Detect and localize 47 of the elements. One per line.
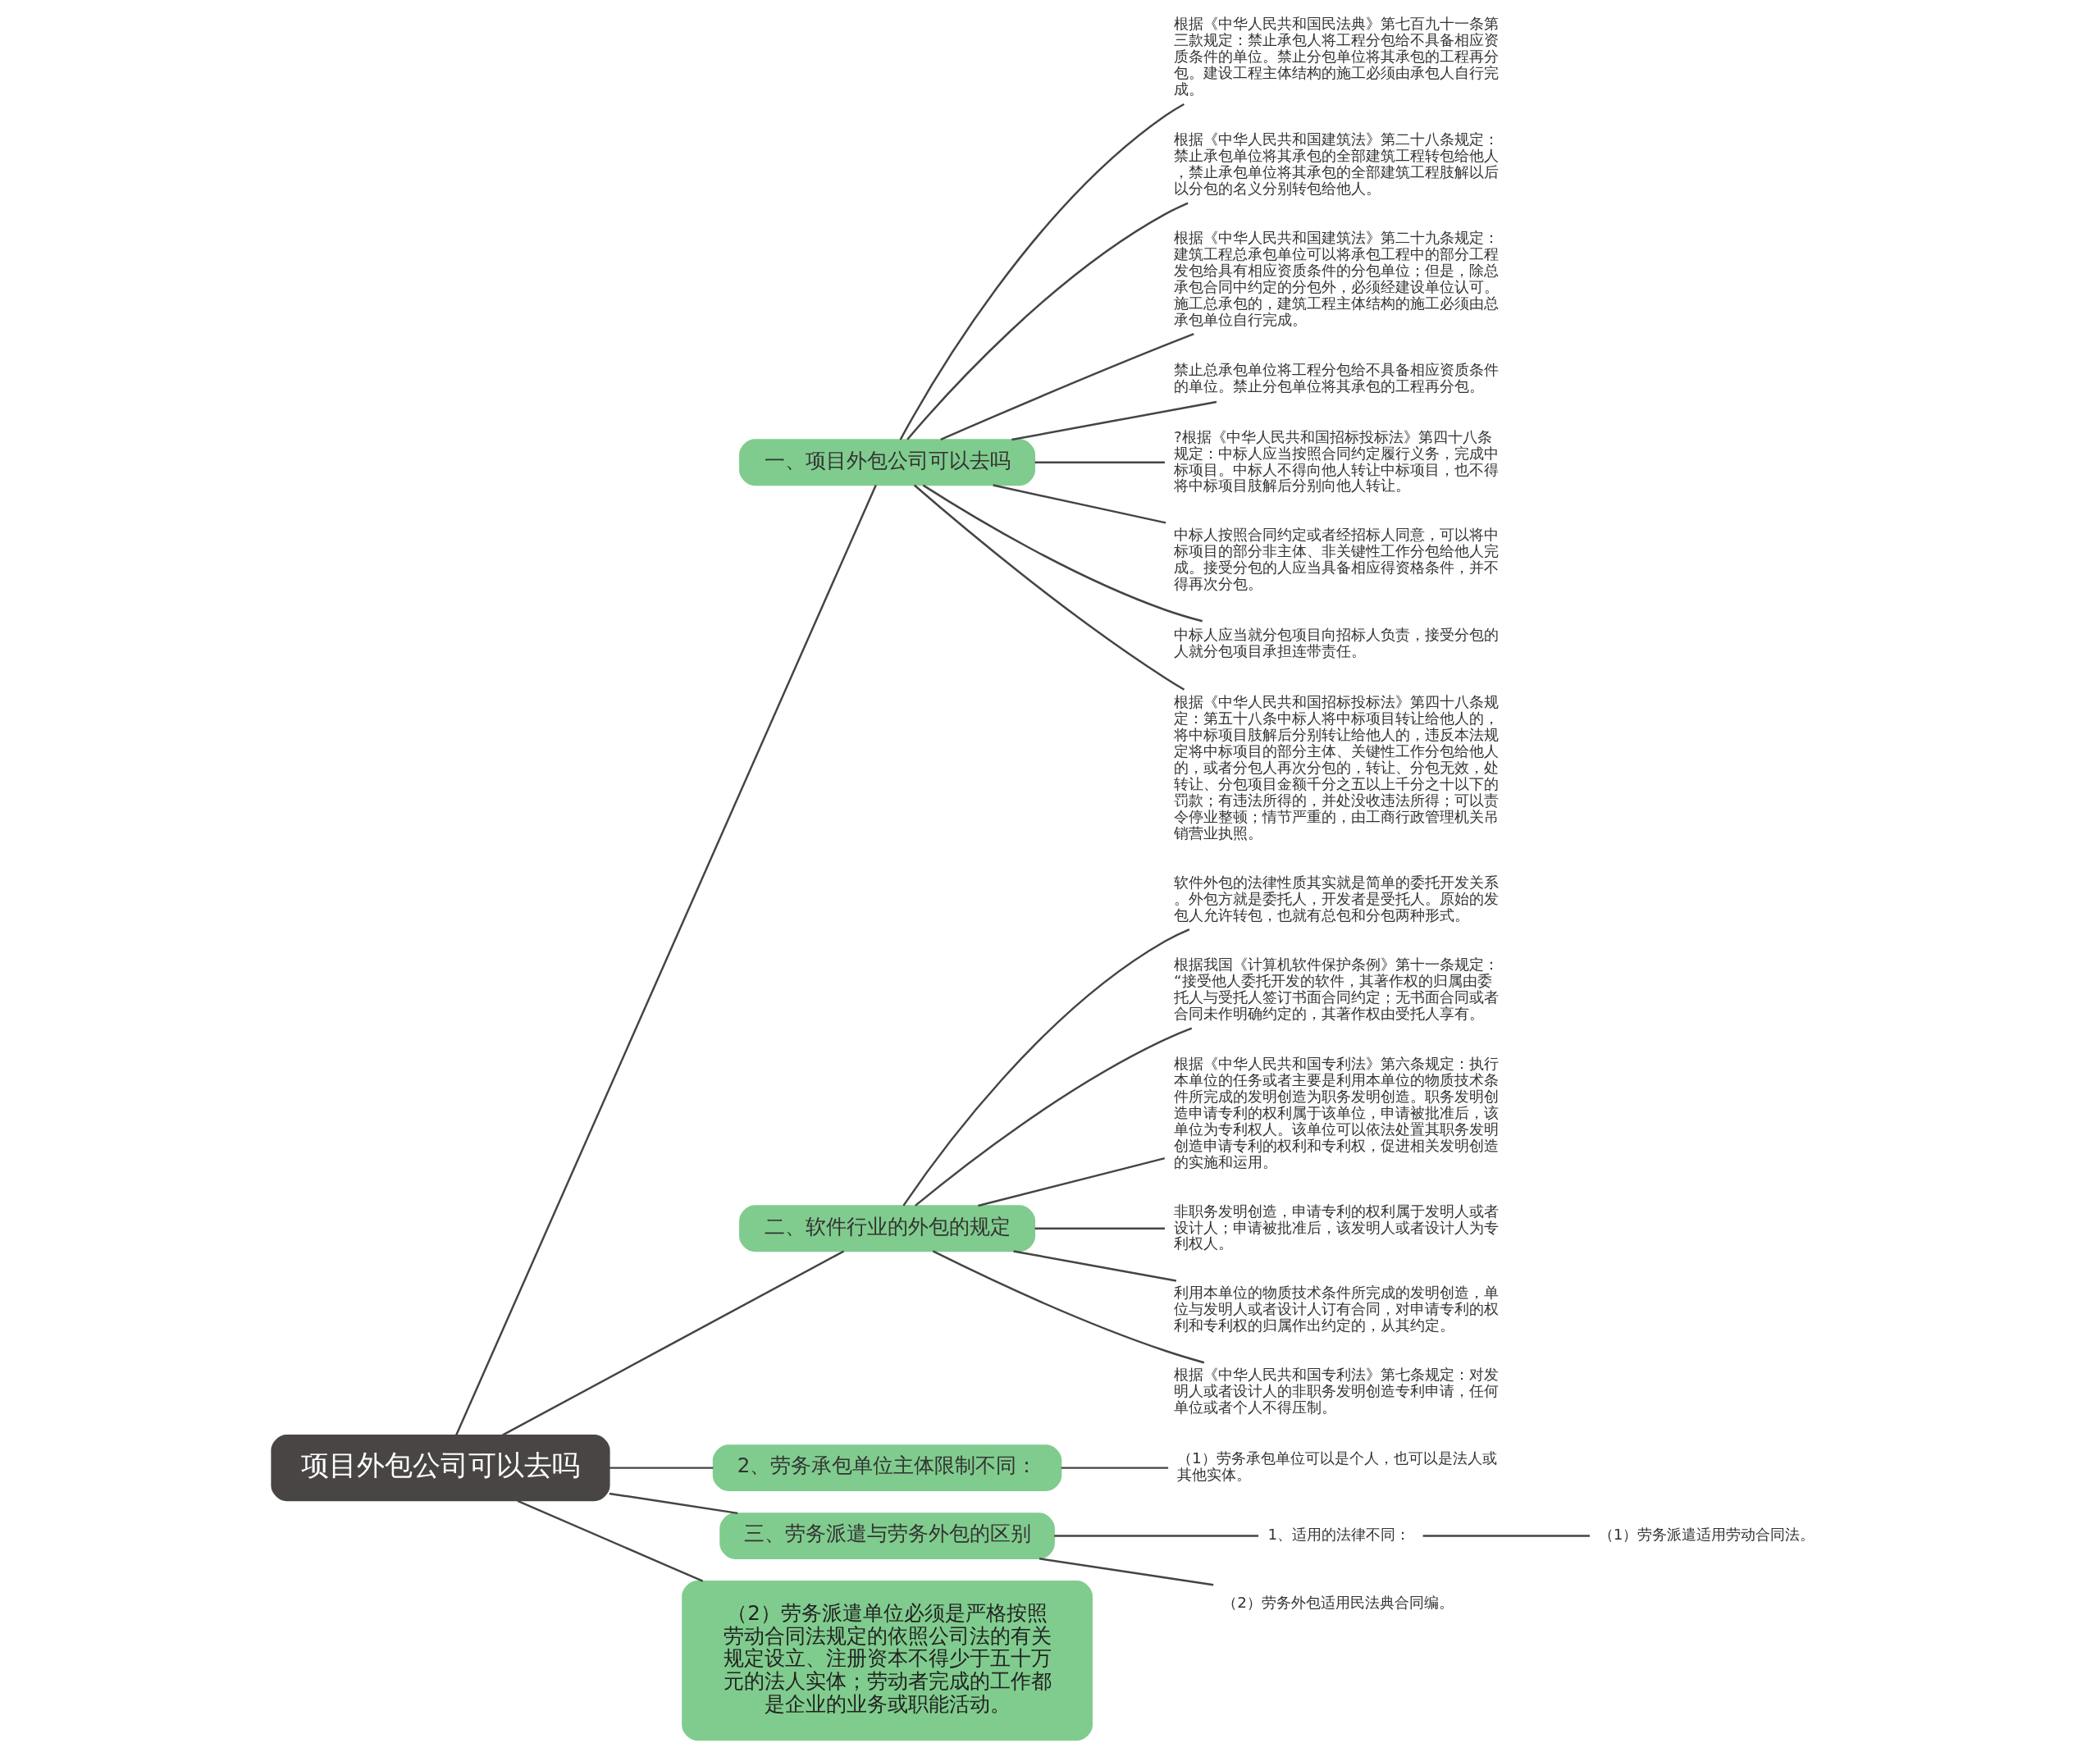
node-text: ?根据《中华人民共和国招标投标法》第四十八条规定：中标人应当按照合同约定履行义务，完成中标项目。中标人不得向他人转让中标项目，也不得将中标项目肢解后分别向他人转让。 — [1173, 427, 1499, 495]
node-text: 中标人应当就分包项目向招标人负责，接受分包的人就分包项目承担连带责任。 — [1173, 625, 1499, 659]
node-box: 一、项目外包公司可以去吗 — [738, 439, 1035, 486]
connector — [977, 1157, 1165, 1207]
connector — [1422, 1535, 1590, 1537]
node-text: 中标人按照合同约定或者经招标人同意，可以将中标项目的部分非主体、非关键性工作分包给他人完成。接受分包的人应当具备相应得资格条件，并不得再次分包。 — [1173, 526, 1499, 593]
connector — [992, 484, 1166, 524]
node-text: 利用本单位的物质技术条件所完成的发明创造，单位与发明人或者设计人订有合同，对申请专利的权利和专利权的归属作出约定的，从其约定。 — [1173, 1284, 1499, 1335]
node-text: 根据《中华人民共和国专利法》第六条规定：执行本单位的任务或者主要是利用本单位的物质技术条件所完成的发明创造为职务发明创造。职务发明创造申请专利的权利属于该单位，申请被批准后，该单位为专利权人。该单位可以依法处置其职务发明创造申请专利的权利和专利权，促进相关发明创造的实施和运用。 — [1173, 1054, 1499, 1170]
node-text: 非职务发明创造，申请专利的权利属于发明人或者设计人；申请被批准后，该发明人或者设计人为专利权人。 — [1173, 1202, 1499, 1252]
connector — [1039, 1558, 1213, 1586]
node-text: 软件外包的法律性质其实就是简单的委托开发关系。外包方就是委托人，开发者是受托人。原始的发包人允许转包，也就有总包和分包两种形式。 — [1173, 873, 1499, 924]
connector — [932, 1250, 1204, 1364]
connector — [899, 103, 1185, 440]
node-text: 根据《中华人民共和国专利法》第七条规定：对发明人或者设计人的非职务发明创造专利申请，任何单位或者个人不得压制。 — [1173, 1366, 1499, 1417]
connector — [1011, 400, 1217, 441]
node-text: 根据《中华人民共和国建筑法》第二十八条规定：禁止承包单位将其承包的全部建筑工程转包给他人，禁止承包单位将其承包的全部建筑工程肢解以后以分包的名义分别转包给他人。 — [1173, 130, 1499, 197]
connector — [906, 202, 1189, 440]
connector — [913, 484, 1185, 691]
connector — [501, 1250, 844, 1436]
node-text: （1）劳务承包单位可以是个人，也可以是法人或其他实体。 — [1176, 1449, 1497, 1484]
node-text: 根据我国《计算机软件保护条例》第十一条规定：“接受他人委托开发的软件，其著作权的归属由委托人与受托人签订书面合同约定；无书面合同或者合同未作明确约定的，其著作权由受托人享有。 — [1173, 956, 1499, 1023]
node-box: 三、劳务派遣与劳务外包的区别 — [719, 1512, 1055, 1559]
connector — [609, 1492, 737, 1515]
node-box: （2）劳务派遣单位必须是严格按照劳动合同法规定的依照公司法的有关规定设立、注册资本不得少于五十万元的法人实体；劳动者完成的工作都是企业的业务或职能活动。 — [681, 1581, 1093, 1741]
node-text: （2）劳务外包适用民法典合同编。 — [1221, 1594, 1454, 1612]
connector — [939, 333, 1194, 440]
connector — [1012, 1250, 1176, 1282]
node-text: 1、适用的法律不同： — [1267, 1526, 1410, 1544]
connector — [1034, 461, 1165, 463]
connector — [902, 928, 1189, 1207]
connector — [914, 1027, 1192, 1207]
node-text: 根据《中华人民共和国招标投标法》第四十八条规定：第五十八条中标人将中标项目转让给他人的，将中标项目肢解后分别转让给他人的，违反本法规定将中标项目的部分主体、关键性工作分包给他人的，或者分包人再次分包的，转让、分包无效，处转让、分包项目金额千分之五以上千分之十以下的罚款；有违法所得的，并处没收违法所得；可以责令停业整顿；情节严重的，由工商行政管理机关吊销营业执照。 — [1173, 692, 1499, 842]
connector — [1061, 1467, 1168, 1469]
connector — [922, 484, 1203, 623]
connector — [517, 1499, 703, 1582]
connector — [1034, 1227, 1165, 1230]
node-box: 2、劳务承包单位主体限制不同： — [712, 1444, 1061, 1492]
node-box: 二、软件行业的外包的规定 — [738, 1205, 1035, 1252]
node-text: 根据《中华人民共和国建筑法》第二十九条规定：建筑工程总承包单位可以将承包工程中的部分工程发包给具有相应资质条件的分包单位；但是，除总承包合同中约定的分包外，必须经建设单位认可。施工总承包的，建筑工程主体结构的施工必须由总承包单位自行完成。 — [1173, 228, 1499, 328]
connector — [1053, 1535, 1258, 1537]
node-text: 禁止总承包单位将工程分包给不具备相应资质条件的单位。禁止分包单位将其承包的工程再分包。 — [1173, 361, 1499, 395]
node-text: 根据《中华人民共和国民法典》第七百九十一条第三款规定：禁止承包人将工程分包给不具备相应资质条件的单位。禁止分包单位将其承包的工程再分包。建设工程主体结构的施工必须由承包人自行完成。 — [1173, 15, 1499, 98]
node-box: 项目外包公司可以去吗 — [270, 1434, 610, 1502]
node-text: （1）劳务派遣适用劳动合同法。 — [1598, 1526, 1815, 1544]
connector — [609, 1467, 713, 1469]
connector — [454, 485, 877, 1435]
